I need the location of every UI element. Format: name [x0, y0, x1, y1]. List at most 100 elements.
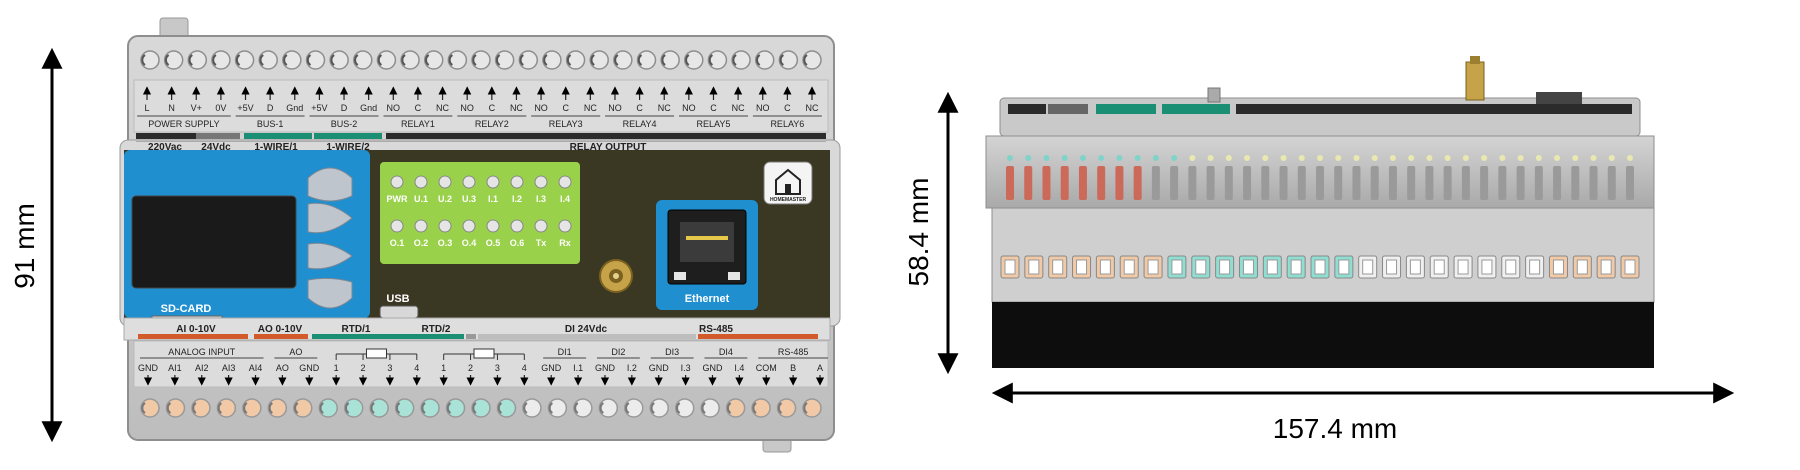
- top-screw[interactable]: [589, 50, 609, 70]
- top-group-label: RELAY1: [401, 119, 435, 129]
- height-dimension-front: 91 mm: [9, 47, 63, 443]
- bottom-group-label: DI2: [611, 347, 625, 357]
- bottom-screw[interactable]: [216, 398, 237, 418]
- status-led: [414, 175, 428, 189]
- side-indicator: [1207, 155, 1214, 161]
- bottom-screw[interactable]: [445, 398, 466, 418]
- bottom-screw[interactable]: [293, 398, 313, 418]
- top-pin-label: NC: [510, 103, 523, 113]
- bottom-pin-label: 4: [414, 363, 419, 373]
- top-screw[interactable]: [400, 50, 420, 70]
- bottom-screw[interactable]: [369, 398, 389, 418]
- top-pin-label: NC: [584, 103, 597, 113]
- top-screw[interactable]: [329, 50, 349, 70]
- side-indicator: [1335, 155, 1342, 161]
- top-pin-label: NC: [436, 103, 449, 113]
- top-screw[interactable]: [211, 50, 231, 70]
- side-indicator: [1317, 155, 1323, 161]
- side-indicator: [1079, 155, 1086, 161]
- bottom-screw[interactable]: [649, 398, 669, 418]
- top-screw[interactable]: [258, 50, 278, 70]
- side-slot: [1060, 166, 1069, 200]
- bottom-screw[interactable]: [343, 398, 364, 418]
- side-slot: [1480, 166, 1489, 200]
- bottom-screw[interactable]: [267, 398, 288, 418]
- top-screw[interactable]: [778, 50, 799, 70]
- bottom-screw[interactable]: [318, 398, 338, 418]
- side-indicator: [1590, 155, 1597, 161]
- top-screw[interactable]: [163, 50, 184, 70]
- bottom-screw[interactable]: [674, 398, 695, 418]
- top-screw[interactable]: [471, 50, 491, 70]
- side-indicator: [1608, 155, 1615, 161]
- usb-port[interactable]: [379, 305, 419, 319]
- top-screw[interactable]: [613, 50, 633, 70]
- bottom-screw[interactable]: [547, 398, 568, 418]
- bottom-screw[interactable]: [522, 398, 542, 418]
- top-screw[interactable]: [518, 50, 539, 70]
- bottom-screw[interactable]: [598, 398, 619, 418]
- top-screw[interactable]: [376, 50, 397, 70]
- top-screw[interactable]: [731, 50, 751, 70]
- label-ao: AO 0-10V: [258, 324, 303, 335]
- bottom-screw[interactable]: [471, 398, 491, 418]
- side-slot: [1097, 166, 1106, 200]
- ethernet-label: Ethernet: [685, 293, 730, 305]
- top-screw[interactable]: [494, 50, 515, 70]
- height-front-label: 91 mm: [9, 203, 40, 289]
- top-group-label: RELAY4: [623, 119, 657, 129]
- bottom-screw[interactable]: [751, 398, 771, 418]
- led-label: O.1: [390, 238, 405, 248]
- side-indicator: [1025, 155, 1032, 161]
- top-screw[interactable]: [542, 50, 562, 70]
- bottom-screw[interactable]: [191, 398, 211, 418]
- nav-down-button[interactable]: [307, 277, 353, 309]
- led-label: I.1: [488, 194, 498, 204]
- nav-right-button[interactable]: [307, 202, 353, 234]
- top-screw[interactable]: [707, 50, 728, 70]
- bottom-pin-label: AI1: [168, 363, 182, 373]
- top-screw[interactable]: [140, 50, 160, 70]
- side-slot: [1261, 166, 1270, 200]
- bottom-screw[interactable]: [776, 398, 797, 418]
- nav-up-button[interactable]: [307, 167, 353, 202]
- bottom-screw[interactable]: [624, 398, 644, 418]
- top-screw[interactable]: [305, 50, 326, 70]
- top-screw[interactable]: [636, 50, 657, 70]
- bottom-pin-label: GND: [299, 363, 320, 373]
- top-screw[interactable]: [423, 50, 444, 70]
- top-pin-label: D: [341, 103, 348, 113]
- side-indicator: [1444, 155, 1451, 161]
- top-screw[interactable]: [684, 50, 704, 70]
- bottom-screw[interactable]: [573, 398, 593, 418]
- top-screw[interactable]: [754, 50, 775, 70]
- top-screw[interactable]: [187, 50, 208, 70]
- top-screw[interactable]: [447, 50, 468, 70]
- top-screw[interactable]: [353, 50, 373, 70]
- bottom-screw[interactable]: [802, 398, 822, 418]
- bottom-screw[interactable]: [496, 398, 517, 418]
- bottom-screw[interactable]: [394, 398, 415, 418]
- status-led: [558, 219, 572, 233]
- top-screw[interactable]: [282, 50, 302, 70]
- bottom-screw[interactable]: [242, 398, 262, 418]
- side-slot: [1133, 166, 1142, 200]
- top-screw[interactable]: [234, 50, 255, 70]
- bottom-screw[interactable]: [700, 398, 720, 418]
- bottom-pin-label: AI4: [249, 363, 263, 373]
- top-screw[interactable]: [565, 50, 586, 70]
- nav-left-button[interactable]: [307, 242, 353, 270]
- side-slot: [1115, 166, 1124, 200]
- top-pin-label: C: [636, 103, 643, 113]
- label-1wire-1: 1-WIRE/1: [254, 142, 298, 153]
- bottom-screw[interactable]: [725, 398, 746, 418]
- bottom-screw[interactable]: [165, 398, 186, 418]
- top-screw[interactable]: [660, 50, 680, 70]
- bottom-screw[interactable]: [140, 398, 160, 418]
- top-screw[interactable]: [802, 50, 822, 70]
- led-label: U.1: [414, 194, 428, 204]
- label-ai: AI 0-10V: [176, 324, 216, 335]
- bottom-screw[interactable]: [420, 398, 440, 418]
